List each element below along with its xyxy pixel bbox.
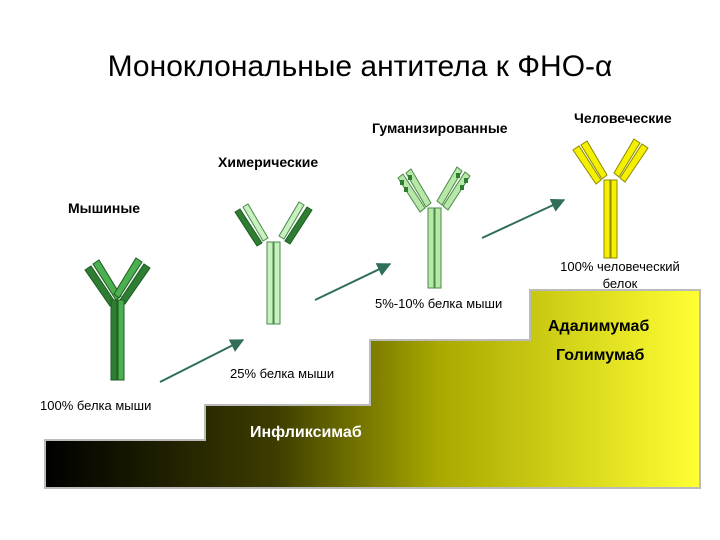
label-murine-mouse-percent: 100% белка мыши (40, 398, 152, 413)
arrow-humanized-to-human (481, 198, 566, 239)
label-human-protein-line2: белок (602, 276, 638, 291)
label-human-protein-line1: 100% человеческий (560, 259, 680, 274)
arrow-murine-to-chimeric (159, 339, 245, 383)
label-chimeric-mouse-percent: 25% белка мыши (230, 366, 335, 381)
label-humanized-mouse-percent: 5%-10% белка мыши (375, 296, 503, 311)
slide-title: Моноклональные антитела к ФНО-α (107, 50, 613, 83)
chimeric-antibody-icon (234, 201, 313, 325)
label-drug-infliximab: Инфликсимаб (250, 424, 362, 441)
murine-antibody-icon (84, 257, 151, 381)
label-chimeric: Химерические (218, 154, 319, 170)
label-humanized: Гуманизированные (372, 120, 508, 136)
arrow-chimeric-to-humanized (314, 263, 392, 301)
staircase-fill (45, 290, 700, 488)
staircase-outline (44, 289, 701, 489)
label-drug-adalimumab: Адалимумаб (548, 318, 650, 335)
label-human: Человеческие (574, 110, 672, 126)
label-drug-golimumab: Голимумаб (556, 347, 645, 364)
staircase (44, 289, 701, 489)
label-human-protein-percent: 100% человеческий белок (540, 258, 700, 292)
human-antibody-icon (572, 138, 649, 259)
humanized-antibody-icon (397, 166, 471, 289)
label-murine: Мышиные (68, 200, 141, 216)
